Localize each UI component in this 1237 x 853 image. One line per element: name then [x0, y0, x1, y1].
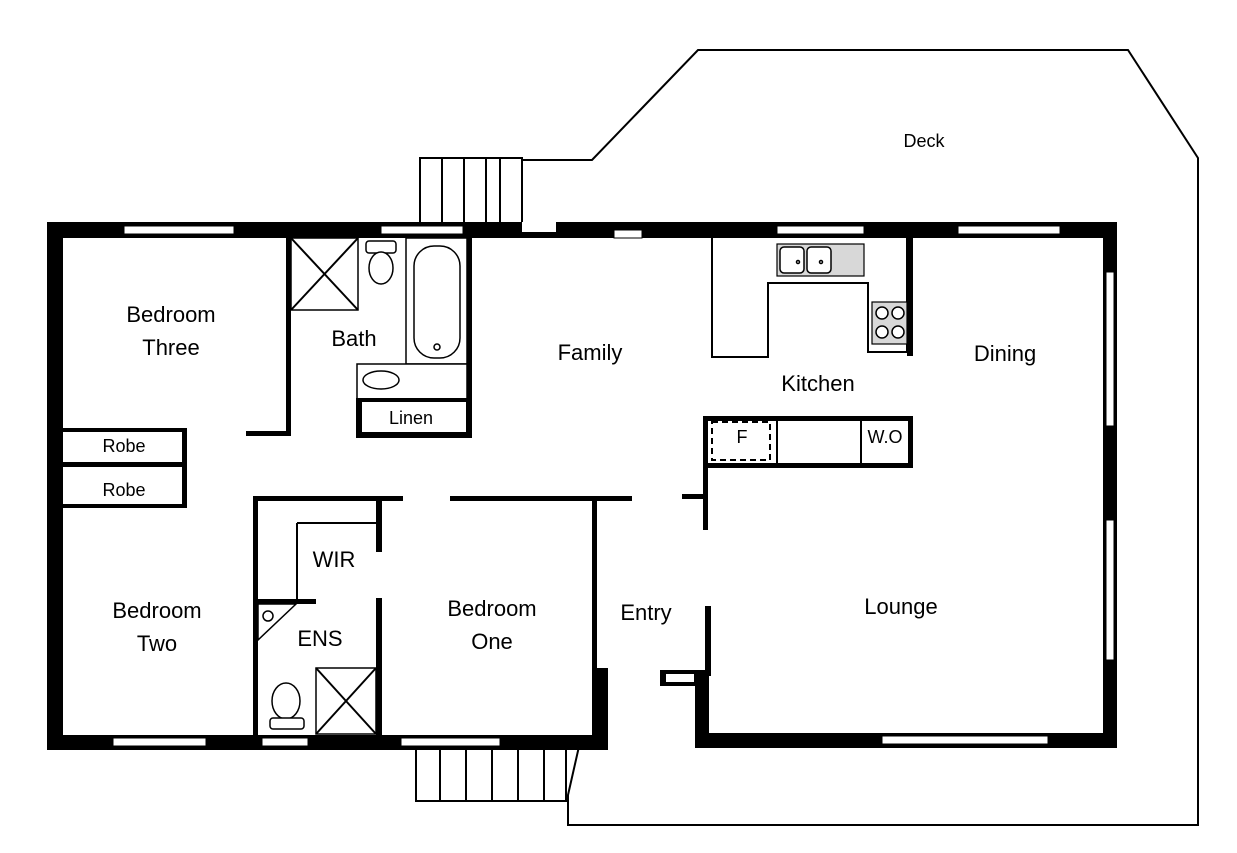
bedroom-one-label-1: Bedroom — [447, 596, 536, 621]
upper-stairs — [419, 157, 523, 225]
windows — [112, 225, 1115, 747]
deck-label: Deck — [903, 131, 945, 151]
robe-upper-label: Robe — [102, 436, 145, 456]
lounge-label: Lounge — [864, 594, 937, 619]
ensuite-fixtures — [257, 603, 377, 735]
bedroom-two-label-2: Two — [137, 631, 177, 656]
lower-stairs — [415, 744, 567, 802]
ens-label: ENS — [297, 626, 342, 651]
dining-label: Dining — [974, 341, 1036, 366]
bedroom-one-label-2: One — [471, 629, 513, 654]
fridge-label: F — [737, 427, 748, 447]
bedroom-three-label-1: Bedroom — [126, 302, 215, 327]
kitchen-fixtures — [703, 238, 913, 468]
linen-label: Linen — [389, 408, 433, 428]
kitchen-label: Kitchen — [781, 371, 854, 396]
bath-fixtures — [290, 237, 472, 438]
robe-lower-label: Robe — [102, 480, 145, 500]
bath-label: Bath — [331, 326, 376, 351]
bedroom-three-label-2: Three — [142, 335, 199, 360]
bedroom-two-label-1: Bedroom — [112, 598, 201, 623]
entry-label: Entry — [620, 600, 671, 625]
interior-walls — [63, 238, 708, 736]
wir-label: WIR — [313, 547, 356, 572]
deck-outline — [522, 49, 1199, 826]
family-label: Family — [558, 340, 623, 365]
wall-oven-label: W.O — [868, 427, 903, 447]
